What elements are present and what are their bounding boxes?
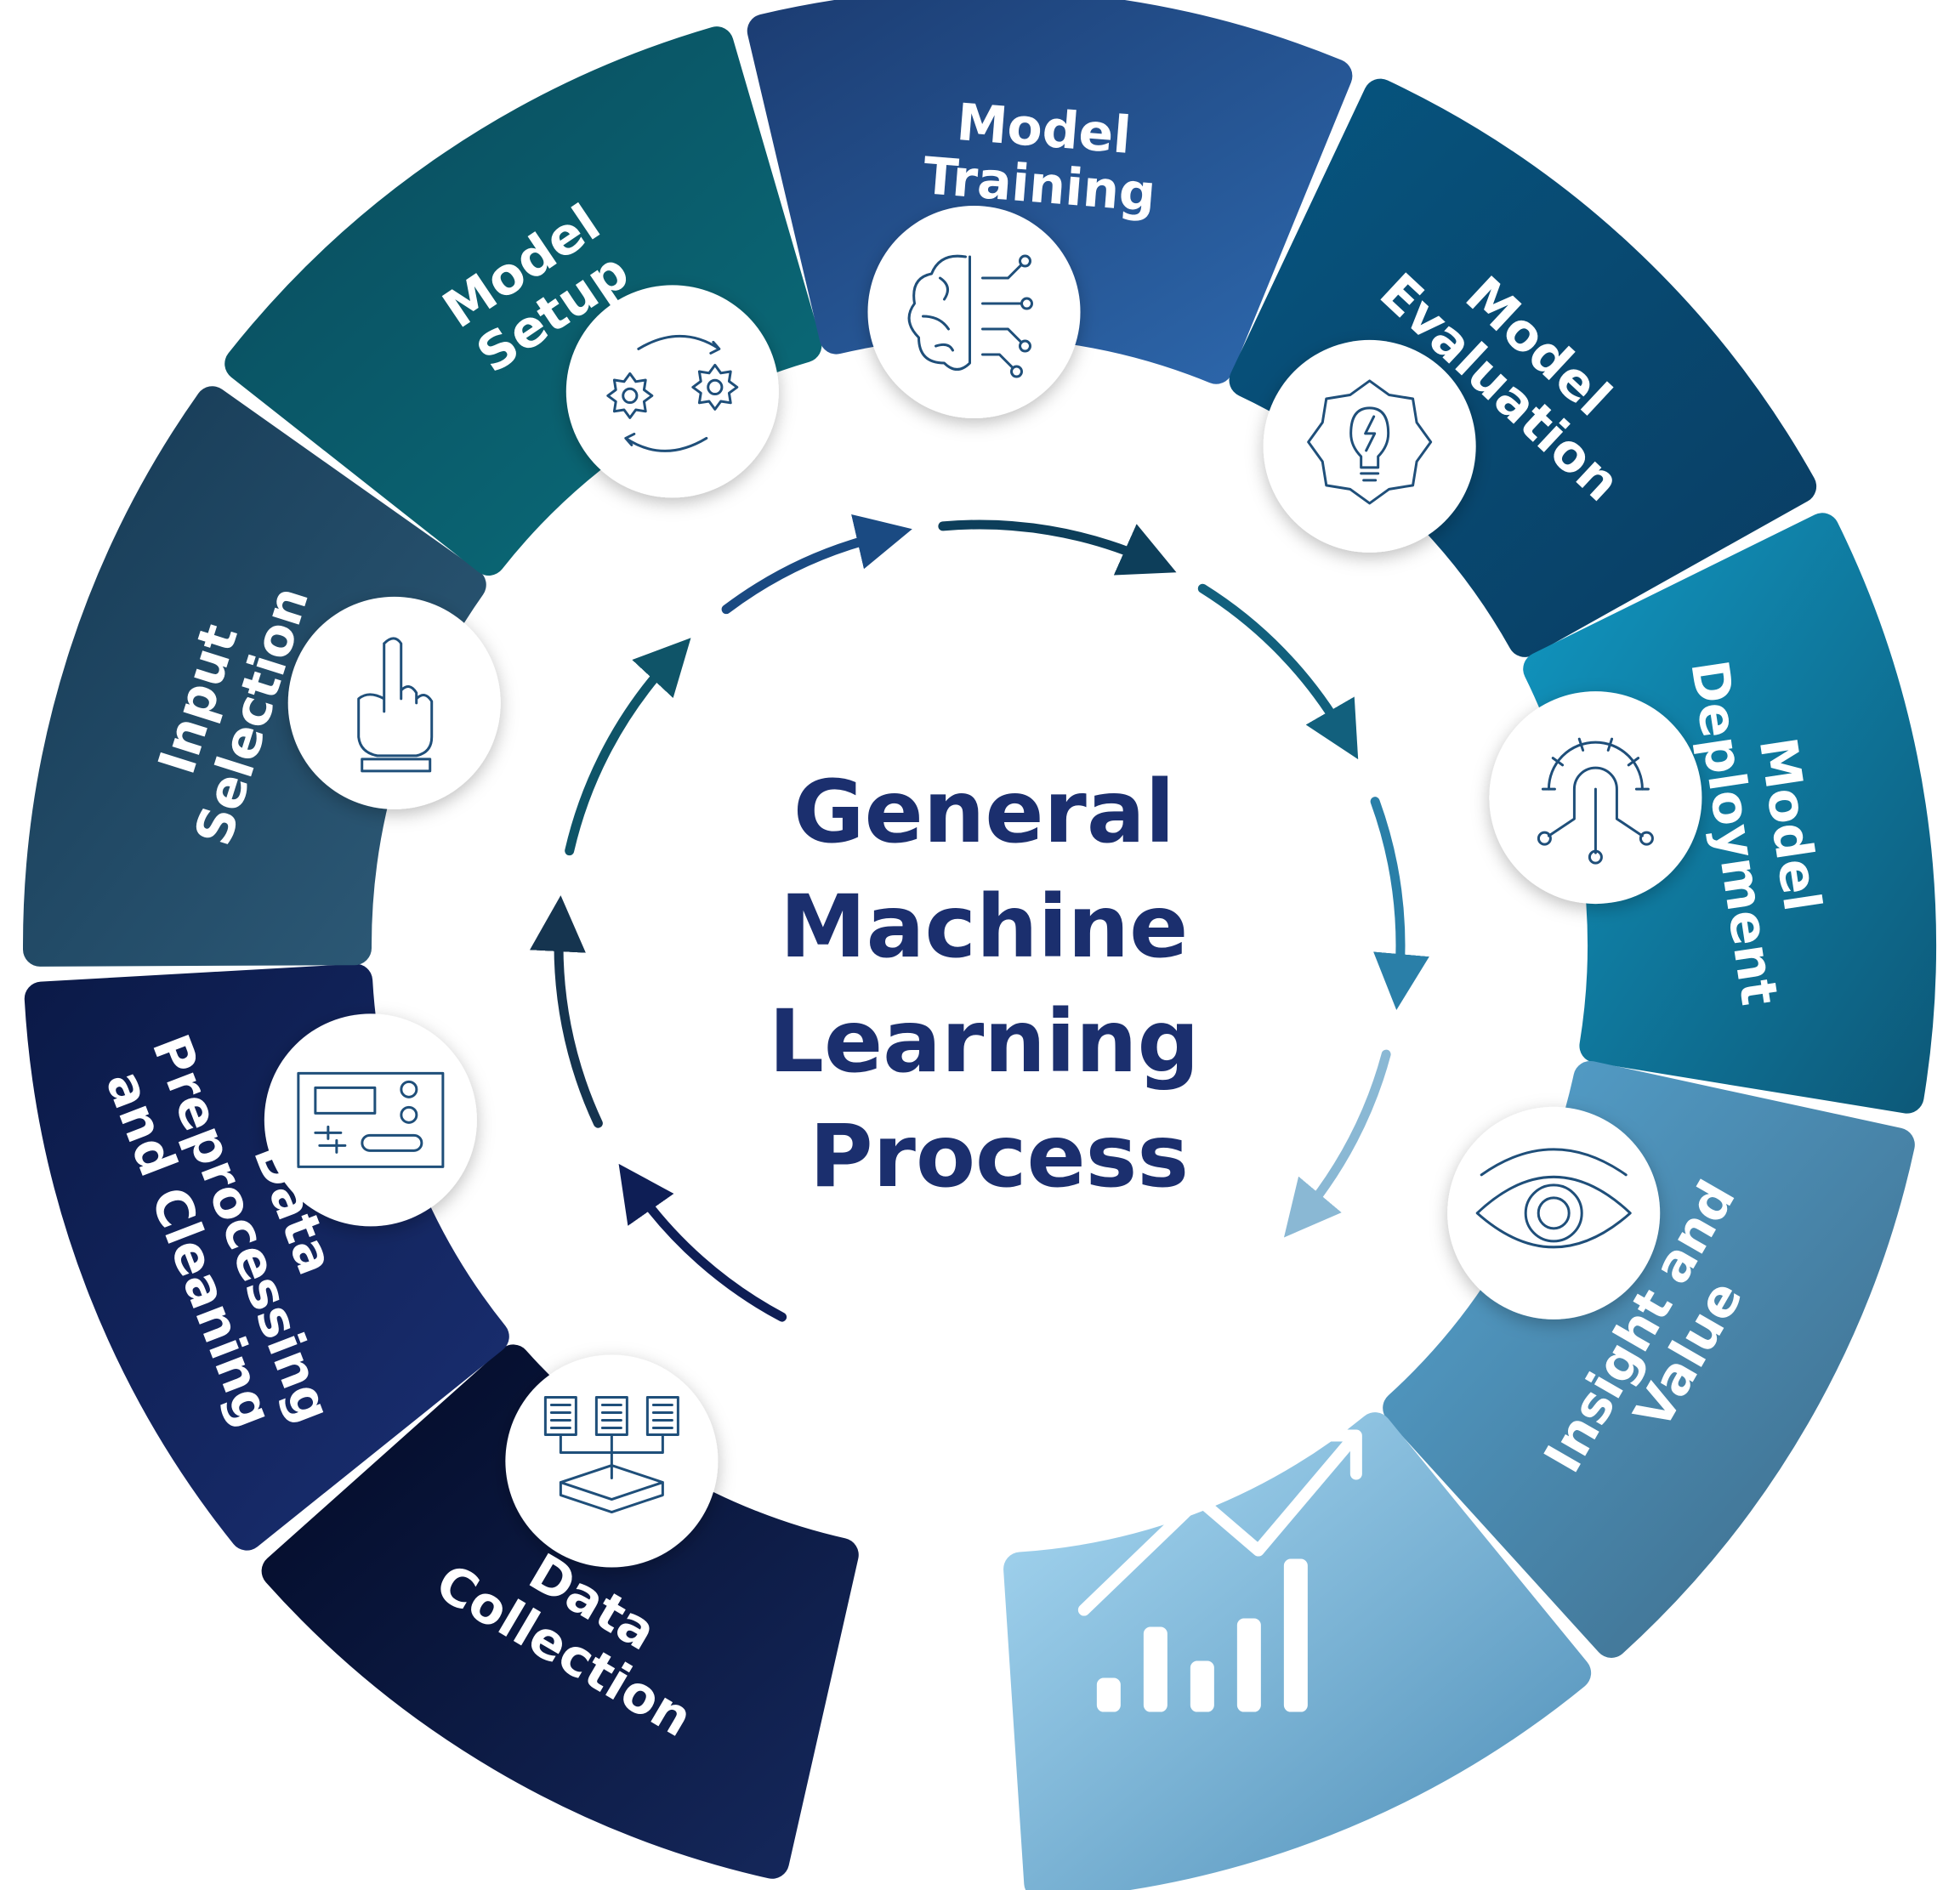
icon-circle xyxy=(867,206,1081,419)
growth-chart-icon xyxy=(1077,1429,1362,1712)
cycle-arrow xyxy=(938,519,1177,576)
segment-input-selection xyxy=(23,386,486,967)
icon-circle xyxy=(264,1013,477,1227)
icon-circle xyxy=(287,596,501,809)
center-title-line-3: Learning xyxy=(769,991,1200,1093)
center-title-line-1: General xyxy=(793,762,1175,863)
center-title-line-4: Process xyxy=(810,1106,1189,1207)
segment-data-preprocessing-and-cleaning xyxy=(24,963,509,1551)
center-title: General Machine Learning Process xyxy=(769,762,1230,1207)
center-title-line-2: Machine xyxy=(780,877,1188,978)
growth-bar xyxy=(1283,1558,1308,1712)
database-collection-icon xyxy=(505,1354,719,1568)
growth-bar xyxy=(1143,1626,1167,1712)
growth-bar xyxy=(1236,1618,1261,1712)
cycle-arrows xyxy=(530,514,1429,1322)
cycle-arrow xyxy=(530,895,603,1128)
step-icons xyxy=(264,206,1702,1712)
gear-lightbulb-icon xyxy=(1263,339,1476,553)
pointing-hand-icon xyxy=(287,596,501,809)
cycle-arrow xyxy=(1370,797,1429,1011)
cycle-arrow xyxy=(1197,583,1359,760)
eye-icon xyxy=(1447,1106,1661,1320)
segment-data-collection xyxy=(261,1344,859,1879)
brain-circuit-icon xyxy=(867,206,1081,419)
segment-model-setup xyxy=(224,26,822,576)
step-label-line: Model xyxy=(955,93,1133,166)
cycle-arrow xyxy=(618,1163,787,1322)
gears-cycle-icon xyxy=(565,285,779,498)
control-panel-icon xyxy=(264,1013,477,1227)
cycle-arrow xyxy=(565,638,691,856)
step-label: InputSelection xyxy=(130,563,321,852)
growth-bar xyxy=(1190,1660,1214,1712)
step-label: ModelTraining xyxy=(921,90,1162,224)
gear-circuit-icon xyxy=(1489,691,1702,905)
icon-circle xyxy=(1447,1106,1661,1320)
cycle-arrow xyxy=(1283,1049,1391,1238)
cycle-arrow xyxy=(721,514,912,615)
icon-circle xyxy=(565,285,779,498)
growth-arrowhead xyxy=(1311,1429,1362,1480)
growth-bar xyxy=(1096,1677,1121,1712)
growth-line xyxy=(1077,1433,1358,1616)
